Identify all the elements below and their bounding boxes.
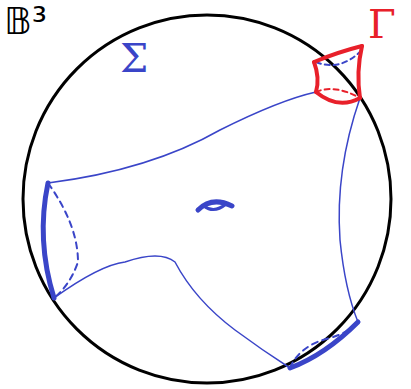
ball-outline — [23, 15, 391, 383]
surface-sigma — [43, 50, 362, 368]
ball-label: 𝔹³ — [4, 2, 47, 40]
boundary-curve-gamma — [314, 46, 362, 103]
surface-label: Σ — [120, 38, 148, 78]
curve-label: Γ — [368, 4, 396, 44]
